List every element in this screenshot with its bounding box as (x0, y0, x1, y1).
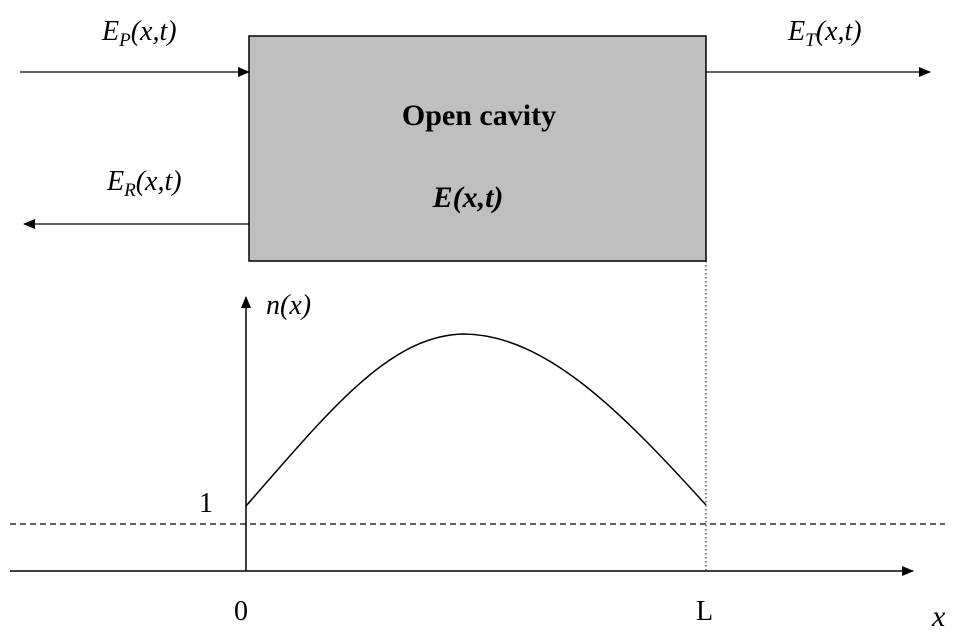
transmitted-field-label: ET(x,t) (787, 16, 862, 51)
length-tick-label: L (696, 596, 713, 627)
cavity-field-label: E(x,t) (432, 181, 504, 214)
x-axis-label: x (931, 600, 946, 633)
origin-tick-label: 0 (234, 596, 248, 627)
open-cavity-box (248, 35, 707, 262)
incident-field-label: EP(x,t) (101, 16, 177, 51)
y-axis-label: n(x) (266, 290, 311, 321)
reflected-field-label: ER(x,t) (106, 166, 182, 201)
cavity-title: Open cavity (402, 99, 556, 132)
refractive-index-curve (245, 333, 707, 507)
one-tick-label: 1 (199, 488, 213, 519)
